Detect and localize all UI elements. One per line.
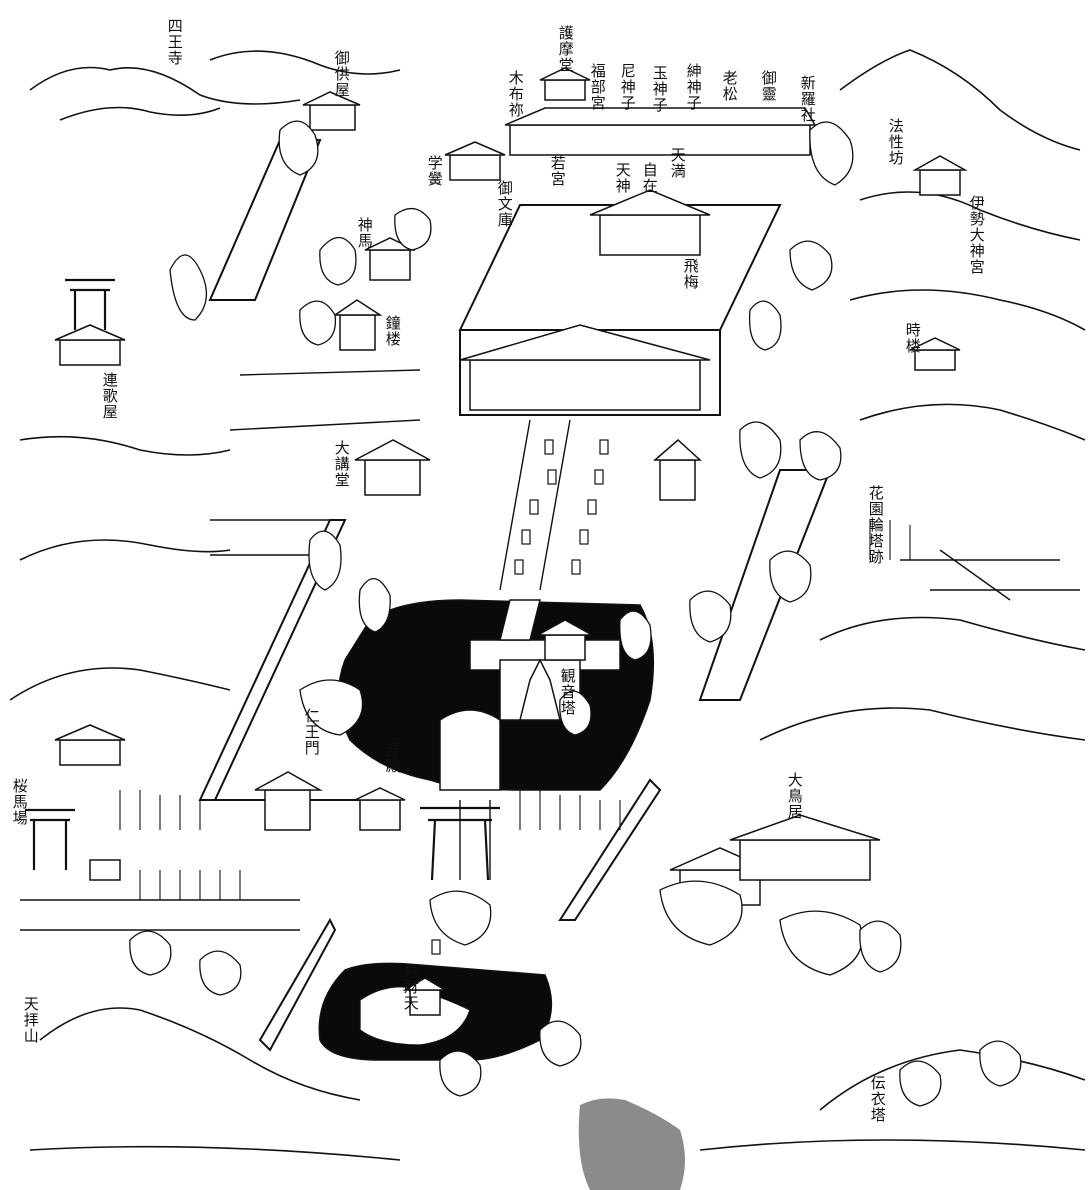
label-shiouji: 四王寺 [165,18,184,66]
label-kifune: 木布祢 [506,70,525,118]
label-oimatsu: 老松 [720,70,739,102]
label-iseiotaijingu: 伊勢大神宮 [967,195,986,275]
label-gakubo: 学黌 [425,155,444,187]
label-tobiume: 飛梅 [681,258,700,290]
label-gokuya: 御供屋 [332,50,351,98]
label-wakamiya: 若宮 [548,155,567,187]
tree-row-lines [119,520,911,900]
benzaiten-island [359,986,471,1046]
label-amagami: 尼神子 [618,63,637,111]
lanterns [431,439,609,955]
label-fukube: 福部宮 [588,63,607,111]
label-sakurababa: 桜馬場 [10,778,29,826]
label-hanazono: 花園輪塔跡 [866,485,885,565]
mountain-ridges [9,49,1086,1161]
label-rengaya: 連歌屋 [100,372,119,420]
label-ukido: 浮殿 [383,742,402,774]
label-jizai: 自在 [640,162,659,194]
label-niomon: 仁王門 [302,708,321,756]
label-gomado: 護摩堂 [556,25,575,73]
torii-gates [25,278,500,881]
trees [129,120,1022,1107]
label-jinme: 神馬 [355,217,374,249]
label-shinra: 新羅社 [798,75,817,123]
label-norimiko: 紳神子 [684,63,703,111]
label-denikoto: 伝衣塔 [868,1075,887,1123]
roads [20,369,1080,931]
label-jiro: 時楼 [903,322,922,354]
label-shoro: 鐘楼 [383,315,402,347]
label-hoshobo: 法性坊 [886,118,905,166]
label-tenjin: 天神 [613,162,632,194]
label-benzaiten: 弁財天 [401,963,420,1011]
label-daikodo: 大講堂 [332,440,351,488]
stain [578,1098,685,1190]
label-tenman: 天満 [668,147,687,179]
label-tamagami: 玉神子 [650,65,669,113]
label-goryo: 御靈 [759,70,778,102]
label-gobunko: 御文庫 [495,180,514,228]
label-tenpaizan: 天拝山 [21,996,40,1044]
label-otorii: 大鳥居 [785,772,804,820]
label-kannonto: 観音塔 [558,668,577,716]
